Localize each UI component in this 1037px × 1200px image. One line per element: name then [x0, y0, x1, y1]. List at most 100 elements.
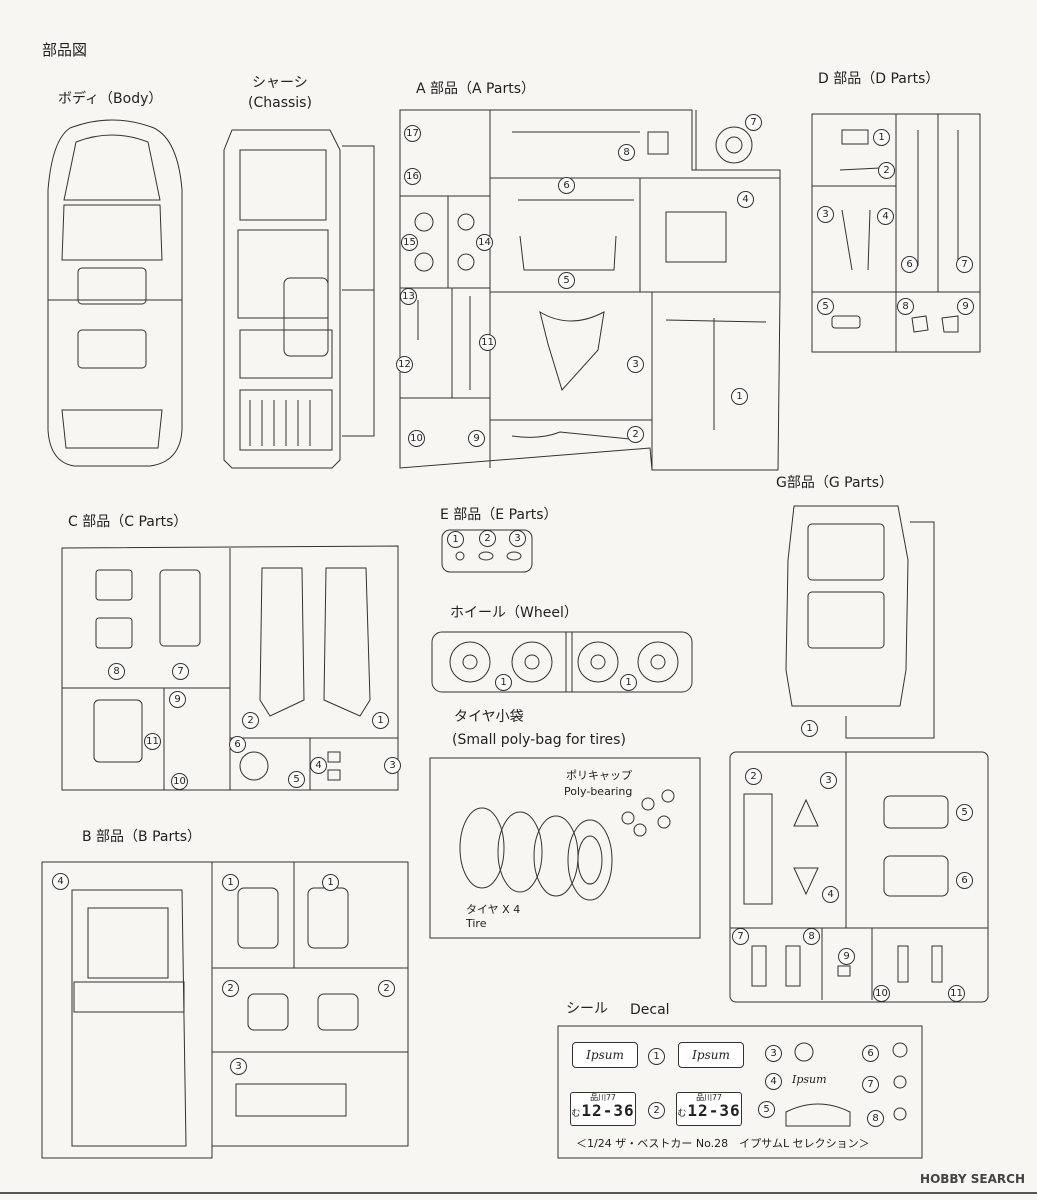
- plate-1-number: 12-36: [581, 1101, 635, 1120]
- section-decal-title-en: Decal: [630, 1002, 670, 1018]
- a-part-12: 12: [396, 356, 413, 373]
- c-part-6: 6: [229, 736, 246, 753]
- decal-num-7: 7: [862, 1076, 879, 1093]
- wheel-part-1a: 1: [495, 674, 512, 691]
- g-part-2: 2: [745, 768, 762, 785]
- body-shell-drawing: [47, 119, 183, 467]
- section-b-title: B 部品（B Parts）: [82, 829, 202, 845]
- a-part-9: 9: [468, 430, 485, 447]
- g-part-7: 7: [732, 928, 749, 945]
- g-part-9: 9: [838, 948, 855, 965]
- section-tire-bag-title-en: (Small poly-bag for tires): [452, 732, 626, 748]
- decal-num-5: 5: [758, 1101, 775, 1118]
- section-a-title: A 部品（A Parts）: [416, 81, 535, 97]
- section-chassis-title-jp: シャーシ: [252, 75, 308, 91]
- tire-label-en: Tire: [466, 917, 487, 930]
- b-parts-runner: [41, 861, 409, 1159]
- decal-sheet-outline: [557, 1025, 923, 1159]
- g-part-5: 5: [956, 804, 973, 821]
- g-part-3: 3: [820, 772, 837, 789]
- footer-rule: [0, 1192, 1037, 1194]
- hobby-search-watermark: HOBBY SEARCH: [920, 1172, 1025, 1186]
- d-part-6: 6: [901, 256, 918, 273]
- a-part-10: 10: [408, 430, 425, 447]
- c-part-9: 9: [169, 691, 186, 708]
- decal-num-2: 2: [648, 1102, 665, 1119]
- d-part-9: 9: [957, 298, 974, 315]
- c-part-5: 5: [288, 771, 305, 788]
- decal-caption: ＜1/24 ザ・ベストカー No.28 イプサムL セレクション＞: [576, 1137, 870, 1150]
- g-part-8: 8: [803, 928, 820, 945]
- c-parts-runner: [61, 545, 399, 791]
- a-part-8: 8: [618, 144, 635, 161]
- decal-num-3: 3: [765, 1045, 782, 1062]
- a-part-1: 1: [731, 388, 748, 405]
- a-part-7: 7: [745, 114, 762, 131]
- c-part-3: 3: [384, 757, 401, 774]
- g-part-4: 4: [822, 886, 839, 903]
- c-part-7: 7: [172, 663, 189, 680]
- section-decal-title-jp: シール: [566, 1001, 608, 1017]
- d-part-8: 8: [897, 298, 914, 315]
- c-part-2: 2: [242, 712, 259, 729]
- a-part-13: 13: [400, 288, 417, 305]
- c-part-1: 1: [372, 712, 389, 729]
- section-body-title: ボディ（Body）: [58, 91, 163, 107]
- page-title: 部品図: [42, 41, 88, 59]
- e-part-2: 2: [479, 530, 496, 547]
- b-part-4: 4: [52, 873, 69, 890]
- d-part-7: 7: [956, 256, 973, 273]
- a-part-2: 2: [627, 426, 644, 443]
- section-g-title: G部品（G Parts）: [776, 475, 894, 491]
- b-part-1a: 1: [222, 874, 239, 891]
- chassis-drawing: [223, 129, 375, 469]
- a-part-14: 14: [476, 234, 493, 251]
- a-part-5: 5: [558, 272, 575, 289]
- g-part-10: 10: [873, 985, 890, 1002]
- section-d-title: D 部品（D Parts）: [818, 71, 940, 87]
- section-wheel-title: ホイール（Wheel）: [450, 605, 578, 621]
- decal-num-6: 6: [862, 1045, 879, 1062]
- decal-license-plate-2: 品川77 む12-36: [676, 1092, 742, 1126]
- a-part-16: 16: [404, 168, 421, 185]
- d-part-3: 3: [817, 206, 834, 223]
- b-part-2b: 2: [378, 980, 395, 997]
- a-part-6: 6: [558, 177, 575, 194]
- poly-bearing-label-jp: ポリキャップ: [566, 769, 632, 782]
- section-tire-bag-title-jp: タイヤ小袋: [454, 709, 524, 725]
- a-parts-runner: [399, 109, 781, 471]
- e-part-1: 1: [447, 531, 464, 548]
- b-part-1b: 1: [322, 874, 339, 891]
- decal-ipsum-small: Ipsum: [792, 1073, 827, 1086]
- d-part-1: 1: [873, 129, 890, 146]
- decal-ipsum-logo-2: Ipsum: [678, 1042, 744, 1068]
- a-part-11: 11: [479, 334, 496, 351]
- c-part-11: 11: [144, 733, 161, 750]
- decal-license-plate-1: 品川77 む12-36: [570, 1092, 636, 1126]
- poly-bearing-label-en: Poly-bearing: [564, 785, 633, 798]
- c-part-8: 8: [108, 663, 125, 680]
- d-parts-runner: [811, 113, 981, 353]
- plate-1-prefix: む: [571, 1109, 582, 1119]
- a-part-17: 17: [404, 125, 421, 142]
- plate-2-prefix: む: [677, 1109, 688, 1119]
- d-part-4: 4: [877, 208, 894, 225]
- decal-ipsum-logo-1: Ipsum: [572, 1042, 638, 1068]
- g-part-6: 6: [956, 872, 973, 889]
- c-part-10: 10: [171, 773, 188, 790]
- tire-bag-illustration: [429, 757, 701, 939]
- g-part-11: 11: [948, 985, 965, 1002]
- decal-num-8: 8: [867, 1110, 884, 1127]
- decal-num-4: 4: [765, 1073, 782, 1090]
- wheel-part-1b: 1: [620, 674, 637, 691]
- a-part-15: 15: [401, 234, 418, 251]
- a-part-3: 3: [627, 356, 644, 373]
- plate-2-number: 12-36: [687, 1101, 741, 1120]
- plate-1-top: 品川77: [590, 1093, 616, 1102]
- b-part-3: 3: [230, 1058, 247, 1075]
- a-part-4: 4: [737, 191, 754, 208]
- b-part-2a: 2: [222, 980, 239, 997]
- section-c-title: C 部品（C Parts）: [68, 514, 188, 530]
